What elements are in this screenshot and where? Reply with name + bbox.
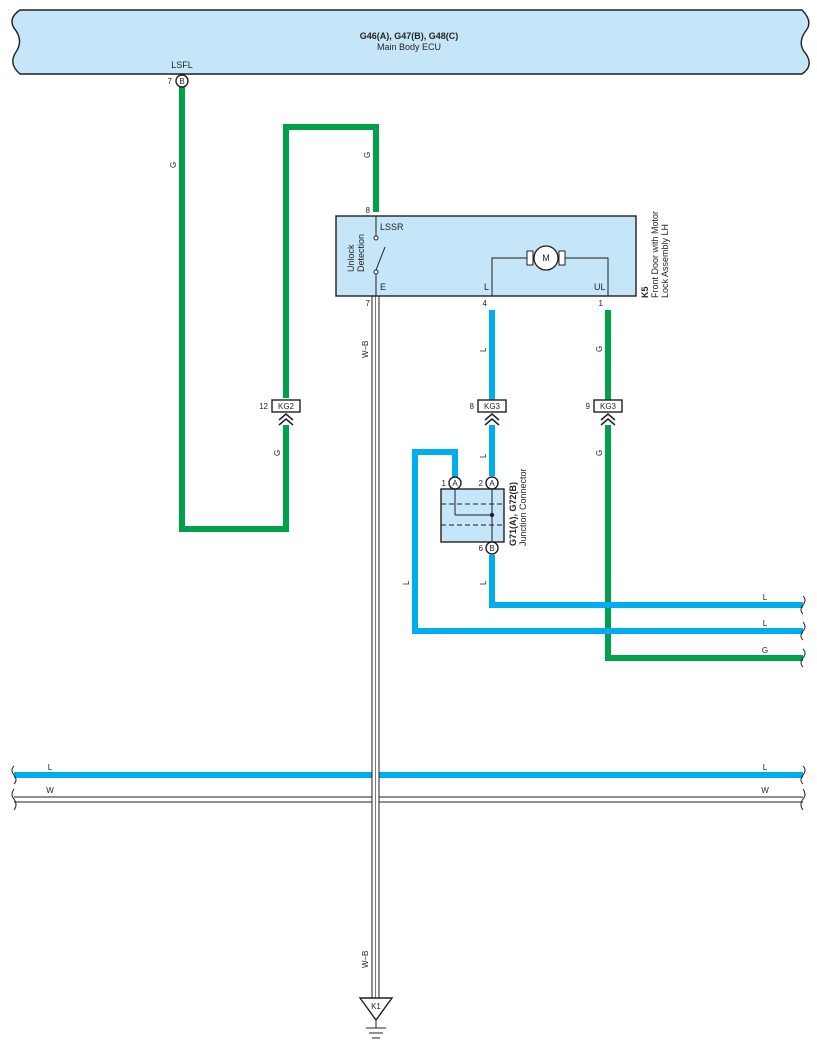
- connector-kg3-right: KG3 9: [586, 399, 623, 426]
- connector-kg2: KG2 12: [259, 399, 301, 426]
- label-lssr-g: G: [363, 152, 372, 158]
- k5-pin-e: 7: [366, 299, 371, 308]
- wire-kg2-lssr-green: [283, 124, 379, 398]
- label-l-top: L: [479, 347, 488, 352]
- label-bus-l-right: L: [763, 763, 768, 772]
- junction-pin6-letter: B: [489, 544, 494, 553]
- label-bus-l-left: L: [48, 763, 53, 772]
- label-loop-l: L: [402, 580, 411, 585]
- label-right-l1: L: [763, 593, 768, 602]
- kg3-left-name: KG3: [484, 402, 501, 411]
- terminal-l: L: [484, 282, 489, 292]
- k5-name-line1: Front Door with Motor: [650, 211, 660, 298]
- ecu-title: G46(A), G47(B), G48(C): [360, 31, 459, 41]
- connector-kg3-left: KG3 8: [470, 399, 507, 426]
- ecu-pin-number: 7: [168, 77, 173, 86]
- terminal-ul: UL: [594, 282, 606, 292]
- kg3-right-name: KG3: [600, 402, 617, 411]
- junction-connector: A 1 A 2 B 6 G71(A), G72(B) Junction Conn…: [440, 468, 528, 555]
- label-right-g: G: [762, 646, 768, 655]
- label-bus-w-right: W: [761, 786, 769, 795]
- bus-break-left: [11, 765, 17, 811]
- kg3-left-pin: 8: [470, 402, 475, 411]
- label-j6-l: L: [479, 580, 488, 585]
- label-right-l2: L: [763, 619, 768, 628]
- terminal-e: E: [380, 282, 386, 292]
- label-kg2-g: G: [273, 450, 282, 456]
- junction-pin1-num: 1: [442, 479, 447, 488]
- detection-label: Detection: [356, 234, 366, 272]
- label-ecu-g: G: [169, 162, 178, 168]
- ecu-subtitle: Main Body ECU: [377, 42, 441, 52]
- main-body-ecu: G46(A), G47(B), G48(C) Main Body ECU LSF…: [11, 9, 810, 75]
- label-l-mid: L: [479, 453, 488, 458]
- label-e-wb-bottom: W–B: [361, 951, 370, 968]
- k5-pin-lssr: 8: [366, 206, 371, 215]
- k5-id: K5: [640, 286, 650, 298]
- bus-w-white: [14, 796, 803, 803]
- kg2-name: KG2: [278, 402, 295, 411]
- ecu-pin-letter: B: [179, 77, 184, 86]
- label-bus-w-left: W: [46, 786, 54, 795]
- k5-name-line2: Lock Assembly LH: [660, 224, 670, 298]
- junction-subtitle: Junction Connector: [518, 468, 528, 546]
- k5-front-door-lock: M LSSR E L UL Unlock Detection K5 Front …: [335, 211, 670, 298]
- wire-junction-loop-blue: [412, 449, 803, 634]
- kg3-right-pin: 9: [586, 402, 591, 411]
- junction-pin6-num: 6: [479, 544, 484, 553]
- ecu-pin-name: LSFL: [171, 60, 193, 70]
- unlock-label: Unlock: [346, 244, 356, 272]
- ecu-pin-b7: B 7: [168, 74, 189, 88]
- kg2-pin: 12: [259, 402, 268, 411]
- motor-label: M: [542, 253, 550, 263]
- junction-pin2-num: 2: [479, 479, 484, 488]
- k5-pin-l: 4: [483, 299, 488, 308]
- right-break-marks: [800, 595, 806, 811]
- wire-junction-out-blue: [489, 555, 803, 608]
- label-e-wb-top: W–B: [361, 341, 370, 358]
- motor-icon: [533, 245, 559, 271]
- wire-lsfl-green: [179, 87, 289, 532]
- label-ul-g-bottom: G: [595, 450, 604, 456]
- k5-pin-ul: 1: [599, 299, 604, 308]
- ground-name: K1: [371, 1002, 381, 1011]
- junction-pin2-letter: A: [489, 479, 495, 488]
- wire-e-wb: [371, 295, 380, 999]
- label-ul-g-top: G: [595, 346, 604, 352]
- junction-pin1-letter: A: [452, 479, 458, 488]
- ground-k1: K1: [358, 997, 394, 1039]
- junction-title: G71(A), G72(B): [508, 482, 518, 546]
- lssr-label: LSSR: [380, 222, 404, 232]
- wire-kg3-right-green: [605, 425, 803, 661]
